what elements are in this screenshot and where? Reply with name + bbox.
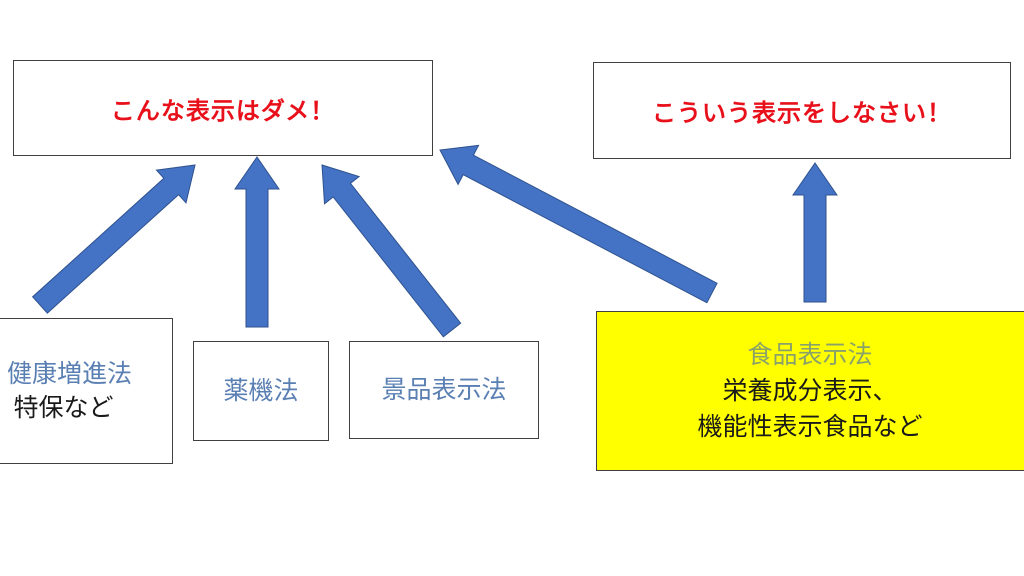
arrow-keihin-to-prohibited-icon: [321, 164, 462, 338]
arrow-kenko-to-prohibited-icon: [31, 164, 196, 314]
functional-food-label: 機能性表示食品など: [697, 412, 923, 441]
food-labeling-act-label: 食品表示法: [747, 340, 873, 369]
health-promotion-act-box: 健康増進法 特保など: [0, 318, 173, 464]
required-display-box: こういう表示をしなさい！: [593, 62, 1011, 159]
pmd-act-box: 薬機法: [193, 341, 329, 441]
nutrition-labeling-label: 栄養成分表示、: [722, 376, 898, 405]
arrow-shokuhin-to-required-icon: [792, 162, 838, 303]
health-promotion-act-label: 健康増進法: [6, 359, 132, 388]
premiums-representations-act-box: 景品表示法: [349, 341, 539, 439]
required-display-label: こういう表示をしなさい！: [652, 99, 952, 127]
prohibited-display-box: こんな表示はダメ！: [13, 60, 433, 156]
arrow-yakki-to-prohibited-icon: [234, 156, 280, 328]
arrow-shokuhin-to-prohibited-icon: [439, 144, 718, 304]
pmd-act-label: 薬機法: [223, 376, 299, 405]
foshu-label: 特保など: [13, 393, 114, 422]
premiums-representations-act-label: 景品表示法: [381, 375, 507, 404]
prohibited-display-label: こんな表示はダメ！: [110, 96, 336, 125]
food-labeling-act-box: 食品表示法 栄養成分表示、 機能性表示食品など: [596, 311, 1024, 471]
